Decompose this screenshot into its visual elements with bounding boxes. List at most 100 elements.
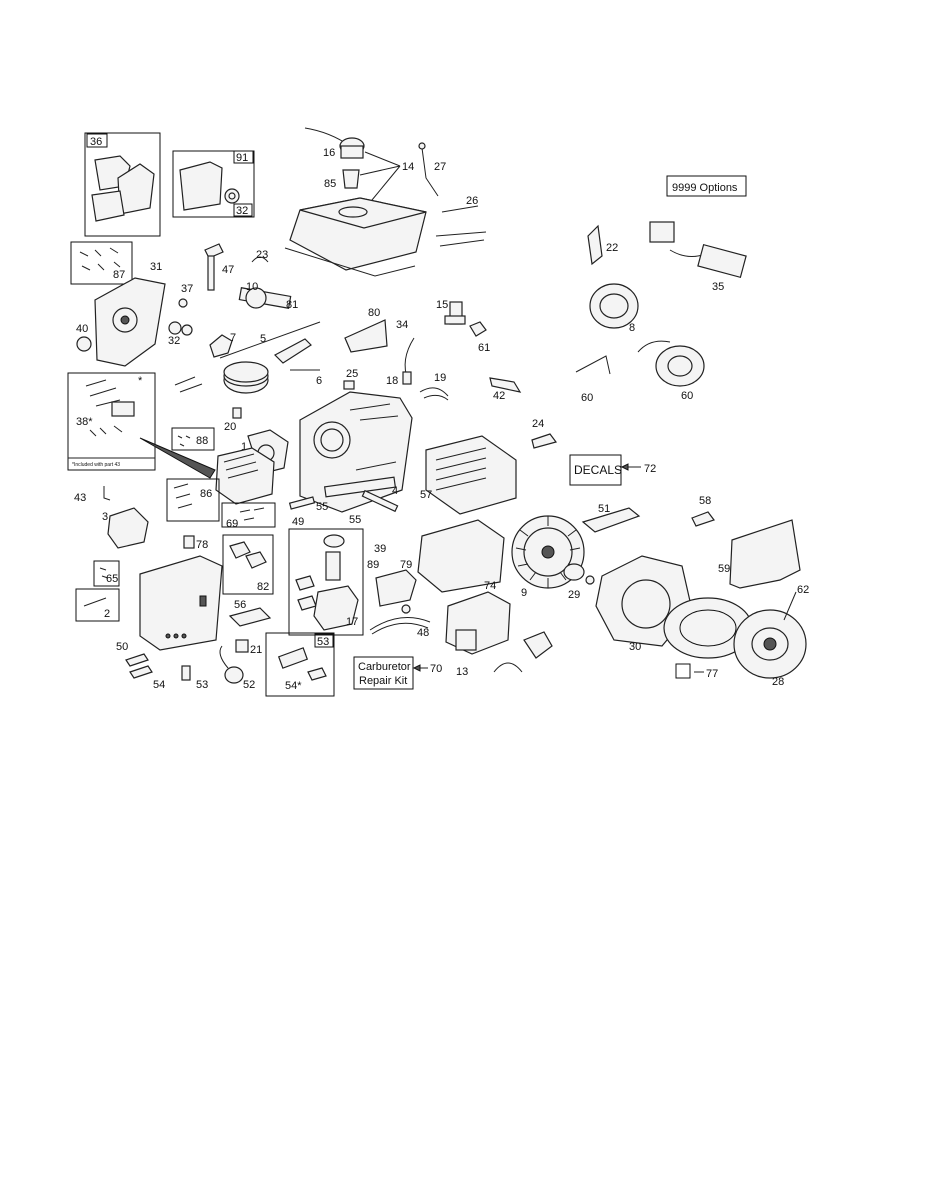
callout-37: 37 — [181, 283, 193, 295]
callout-57: 57 — [420, 489, 432, 501]
callout-65: 65 — [106, 573, 118, 585]
callout-86: 86 — [200, 488, 212, 500]
callout-29: 29 — [568, 589, 580, 601]
callout-34: 34 — [396, 319, 408, 331]
callout-81: 81 — [286, 299, 298, 311]
callout-32-box: 32 — [236, 205, 248, 217]
engine-shroud: 50 — [116, 555, 223, 653]
part-78: 78 — [183, 535, 208, 551]
callout-19: 19 — [434, 372, 446, 384]
callout-16: 16 — [323, 147, 335, 159]
callout-10: 10 — [246, 281, 258, 293]
callout-25: 25 — [346, 368, 358, 380]
shield-59: 59 — [718, 519, 801, 589]
callout-17: 17 — [346, 616, 358, 628]
callout-26: 26 — [466, 195, 478, 207]
callout-48: 48 — [417, 627, 429, 639]
callout-69: 69 — [226, 518, 238, 530]
decals-box: DECALS 72 — [569, 454, 656, 486]
muffler: 57 — [420, 435, 517, 515]
valve-cover: 43 3 — [74, 486, 149, 549]
callout-52: 52 — [243, 679, 255, 691]
fuel-shutoff-valve: 15 61 — [436, 299, 490, 354]
callout-5: 5 — [260, 333, 266, 345]
callout-14: 14 — [402, 161, 414, 173]
callout-89: 89 — [367, 559, 379, 571]
callout-72: 72 — [644, 463, 656, 475]
callout-24: 24 — [532, 418, 544, 430]
key-switch-box-53: 53 54* — [265, 632, 335, 697]
callout-49: 49 — [292, 516, 304, 528]
callout-78: 78 — [196, 539, 208, 551]
callout-91: 91 — [236, 152, 248, 164]
callout-6: 6 — [316, 375, 322, 387]
ignition-parts: 21 52 53 54 — [125, 639, 262, 691]
stop-switch-wiring: 34 18 19 25 — [343, 319, 449, 401]
callout-20: 20 — [224, 421, 236, 433]
callout-58: 58 — [699, 495, 711, 507]
callout-36: 36 — [90, 136, 102, 148]
bracket-79: 79 — [375, 559, 417, 607]
carb-kit-line2: Repair Kit — [359, 675, 407, 687]
callout-60b: 60 — [681, 390, 693, 402]
callout-80: 80 — [368, 307, 380, 319]
callout-9: 9 — [521, 587, 527, 599]
bracket-56: 56 — [228, 599, 272, 627]
choke-rod: 27 26 — [418, 142, 487, 247]
callout-53b: 53 — [317, 636, 329, 648]
screw-set-87: 87 — [70, 241, 133, 285]
callout-38: 38* — [76, 416, 93, 428]
callout-40: 40 — [76, 323, 88, 335]
callout-30: 30 — [629, 641, 641, 653]
gasket-set-36: 36 — [84, 132, 161, 237]
recoil-starter: 62 28 77 — [663, 584, 809, 688]
callout-59: 59 — [718, 563, 730, 575]
carburetor-box: 39 89 17 — [288, 528, 386, 636]
fuel-tank: 16 85 14 — [284, 127, 427, 277]
callout-87: 87 — [113, 269, 125, 281]
callout-3: 3 — [102, 511, 108, 523]
callout-27: 27 — [434, 161, 446, 173]
callout-47: 47 — [222, 264, 234, 276]
breather-parts: 49 55 55 — [288, 489, 399, 528]
cylinder-head: 1 — [139, 429, 289, 505]
callout-85: 85 — [324, 178, 336, 190]
hardware-box-69: 69 — [221, 502, 276, 530]
callout-43: 43 — [74, 492, 86, 504]
valve-springs: 20 — [174, 376, 242, 433]
callout-23: 23 — [256, 249, 268, 261]
governor-parts: 37 32 7 — [168, 283, 236, 358]
hardware-box-86: 86 — [166, 478, 220, 522]
included-note: *Included with part 43 — [72, 462, 120, 468]
callout-13: 13 — [456, 666, 468, 678]
engine-block: 4 — [299, 391, 413, 513]
callout-28: 28 — [772, 676, 784, 688]
callout-56: 56 — [234, 599, 246, 611]
callout-2: 2 — [104, 608, 110, 620]
callout-74: 74 — [484, 580, 496, 592]
valve-parts-box-38: 38* * *Included with part 43 — [67, 372, 156, 471]
callout-7: 7 — [230, 332, 236, 344]
decals-label: DECALS — [574, 463, 622, 477]
air-filter-housing: 13 — [445, 591, 553, 678]
hardware-box-65: 65 — [93, 560, 120, 587]
dipstick: 47 23 — [204, 243, 269, 291]
callout-50: 50 — [116, 641, 128, 653]
callout-1: 1 — [241, 441, 247, 453]
callout-77: 77 — [706, 668, 718, 680]
callout-54a: 54 — [153, 679, 165, 691]
air-cleaner-cover: 80 — [344, 307, 388, 353]
callout-88: 88 — [196, 435, 208, 447]
wire-harness: 48 — [369, 604, 431, 639]
gasket-box-82: 82 — [222, 534, 274, 595]
muffler-guard: 74 — [417, 519, 505, 593]
callout-82: 82 — [257, 581, 269, 593]
callout-15: 15 — [436, 299, 448, 311]
bracket-51: 51 — [581, 503, 641, 533]
asterisk-mark: * — [138, 375, 143, 387]
flywheel: 9 — [511, 515, 585, 599]
callout-32: 32 — [168, 335, 180, 347]
starter-cup: 29 — [563, 563, 595, 601]
callout-54b: 54* — [285, 680, 302, 692]
